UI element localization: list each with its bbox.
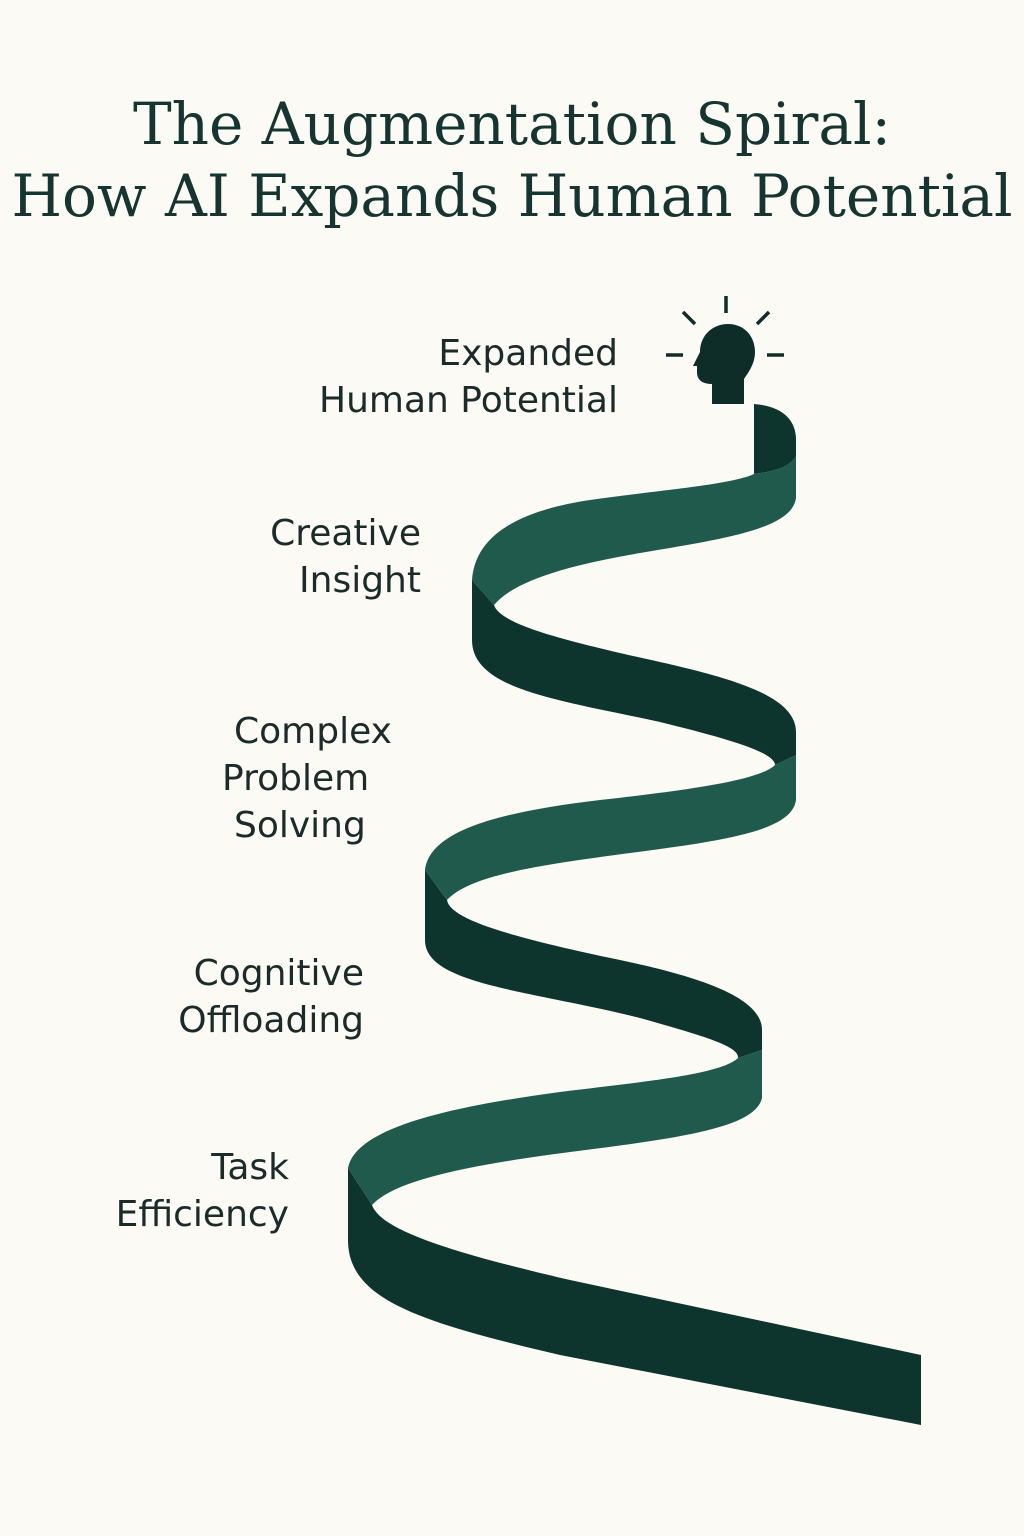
ribbon-band-middle-front xyxy=(425,755,796,900)
stage-label-line: Solving xyxy=(234,805,366,846)
stage-label-line: Complex xyxy=(234,711,392,752)
ribbon-band-lower-front xyxy=(348,1050,762,1205)
diagram-title-line-1: The Augmentation Spiral: xyxy=(132,90,892,158)
stage-label-line: Expanded xyxy=(438,333,618,374)
ribbon-band-lower-back xyxy=(425,870,762,1058)
ribbon-band-top-back xyxy=(754,404,796,474)
stage-label-line: Cognitive xyxy=(193,953,364,994)
stage-label-line: Creative xyxy=(270,513,421,554)
stage-label-complex-problem-solving: Complex Problem Solving xyxy=(222,708,392,849)
stage-label-line: Efficiency xyxy=(115,1194,289,1235)
stage-label-line: Problem xyxy=(222,758,370,799)
stage-label-creative-insight: Creative Insight xyxy=(270,510,421,604)
stage-label-line: Offloading xyxy=(178,1000,364,1041)
stage-label-line: Insight xyxy=(299,560,421,601)
diagram-title-line-2: How AI Expands Human Potential xyxy=(11,162,1013,230)
stage-label-line: Task xyxy=(211,1147,289,1188)
ribbon-band-bottom xyxy=(348,1168,921,1425)
ribbon-band-upper-front xyxy=(472,456,796,605)
stage-label-line: Human Potential xyxy=(319,380,618,421)
ribbon-band-middle-back xyxy=(472,580,796,765)
idea-head-icon xyxy=(666,296,784,404)
stage-label-cognitive-offloading: Cognitive Offloading xyxy=(178,950,364,1044)
stage-label-task-efficiency: Task Efficiency xyxy=(116,1144,289,1238)
stage-label-expanded-human-potential: Expanded Human Potential xyxy=(319,330,618,424)
